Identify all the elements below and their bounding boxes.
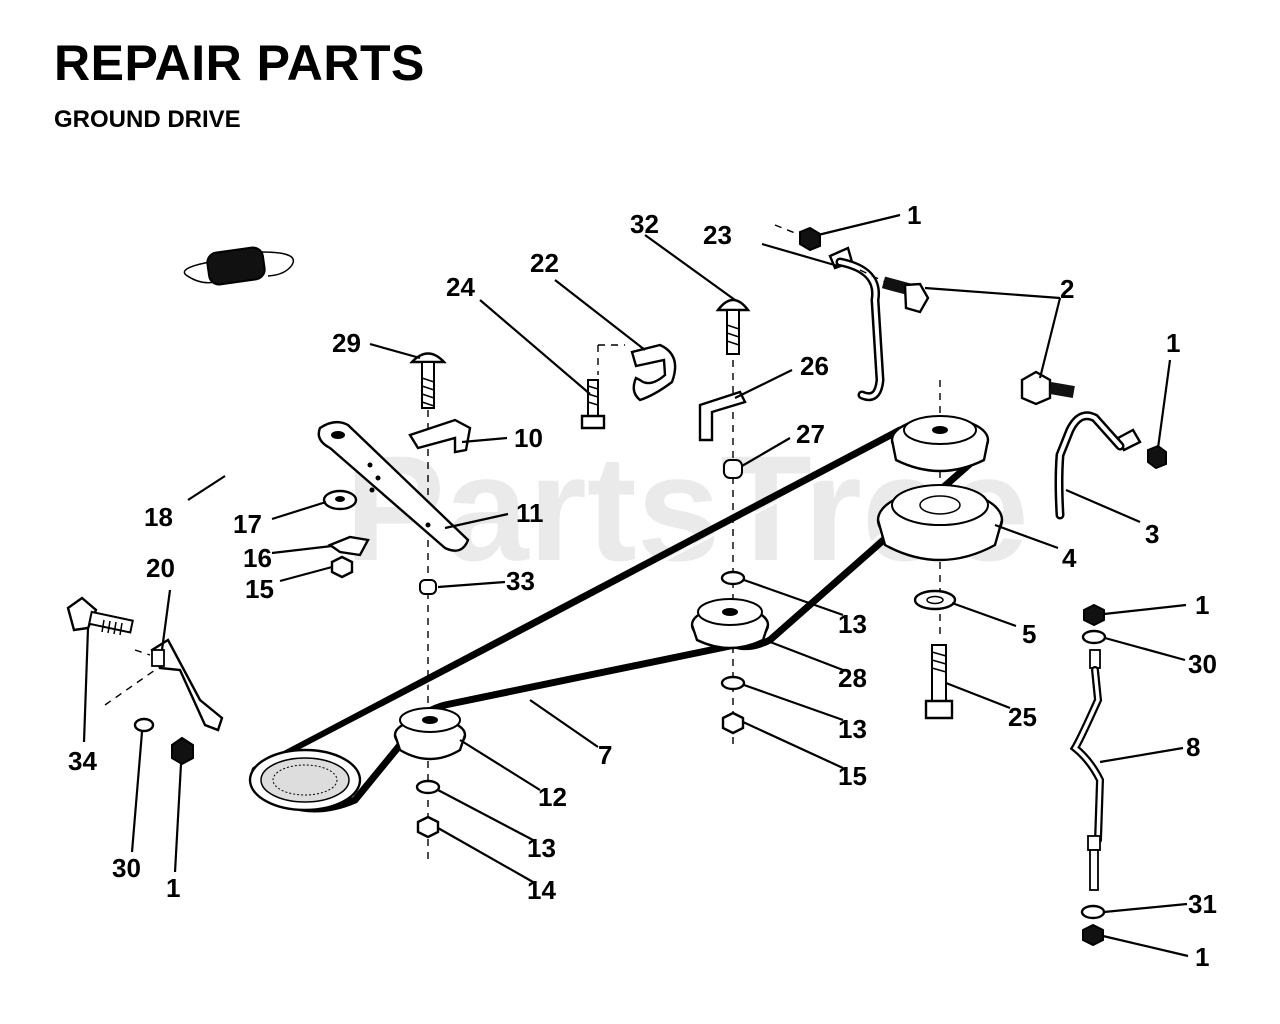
callout-1-rod-top: 1 [1195,590,1209,620]
washer-13-mid-bottom [720,675,746,691]
alignment-line-nut-1-top [774,224,801,236]
callout-13-left: 13 [527,833,556,863]
washer-30-left [133,717,155,733]
bolt-24 [580,379,606,430]
alignment-line-bracket-20 [104,669,156,706]
washer-13-mid-top [720,570,746,586]
callout-11: 11 [516,498,544,528]
callout-30-right: 30 [1188,649,1217,679]
callout-15-left: 15 [245,574,274,604]
nut-15-mid [721,711,745,735]
callout-8: 8 [1186,732,1200,762]
transaxle-pulley [248,748,362,812]
nut-1-top [799,226,821,252]
bolt-2-top [881,276,930,314]
alignment-line-bolt-34 [134,649,151,656]
callout-1-bottom-left: 1 [166,873,180,903]
idler-pulley-28 [690,598,770,650]
bracket-22 [630,343,677,402]
alignment-line-bolt-2 [859,269,886,283]
callout-23: 23 [703,220,732,250]
rod-8 [1069,649,1105,891]
callout-28: 28 [838,663,867,693]
callout-17: 17 [233,509,262,539]
washer-17 [322,489,358,511]
washer-13-left [415,779,441,795]
rod-3 [1054,411,1142,520]
callout-13-mid-top: 13 [838,609,867,639]
nut-1-left [171,736,194,766]
nut-15-left [330,555,354,579]
callout-12: 12 [538,782,567,812]
callout-13-mid-bottom: 13 [838,714,867,744]
callout-4: 4 [1062,543,1077,573]
engine-pulley-4 [876,415,1004,562]
spacer-33 [419,579,437,595]
page-title: REPAIR PARTS [54,35,425,91]
callout-3: 3 [1145,519,1159,549]
bolt-34 [66,596,134,636]
idler-arm-11 [317,420,470,552]
nut-14 [416,815,440,839]
washer-30-right [1081,629,1107,645]
callout-1-rod-bottom: 1 [1195,942,1209,972]
callout-30-left: 30 [112,853,141,883]
bolt-25 [924,644,954,720]
washer-5 [913,589,957,611]
page-subtitle: GROUND DRIVE [54,106,241,133]
callout-10: 10 [514,423,543,453]
callout-32: 32 [630,209,659,239]
callout-34: 34 [68,746,97,776]
callout-18: 18 [144,502,173,532]
bracket-26 [698,390,747,442]
nut-1-rod-top [1083,603,1105,627]
idler-pulley-12 [393,707,467,761]
callout-33: 33 [506,566,535,596]
callout-7: 7 [598,740,612,770]
rod-23 [828,246,885,402]
callout-29: 29 [332,328,361,358]
callout-2: 2 [1060,274,1074,304]
callout-20: 20 [146,553,175,583]
washer-31 [1080,904,1106,920]
nut-1-rod-bottom [1082,923,1104,947]
bolt-2-right [1020,370,1075,406]
callout-24: 24 [446,272,475,302]
callout-14: 14 [527,875,556,905]
carriage-bolt-32 [715,298,751,355]
callout-25: 25 [1008,702,1037,732]
callout-16: 16 [243,543,272,573]
callout-5: 5 [1022,619,1036,649]
callout-1-right: 1 [1166,328,1180,358]
callout-15-mid: 15 [838,761,867,791]
callout-27: 27 [796,419,825,449]
nut-1-right [1147,444,1167,470]
spring-18 [183,246,295,286]
leader-lines [82,213,1189,958]
callout-22: 22 [530,248,559,278]
callout-31: 31 [1188,889,1217,919]
bracket-20 [150,638,224,732]
carriage-bolt-29 [409,352,447,409]
bracket-16 [327,535,370,557]
bracket-10 [408,418,472,454]
callout-1-top: 1 [907,200,921,230]
callout-26: 26 [800,351,829,381]
spacer-27 [723,459,743,479]
